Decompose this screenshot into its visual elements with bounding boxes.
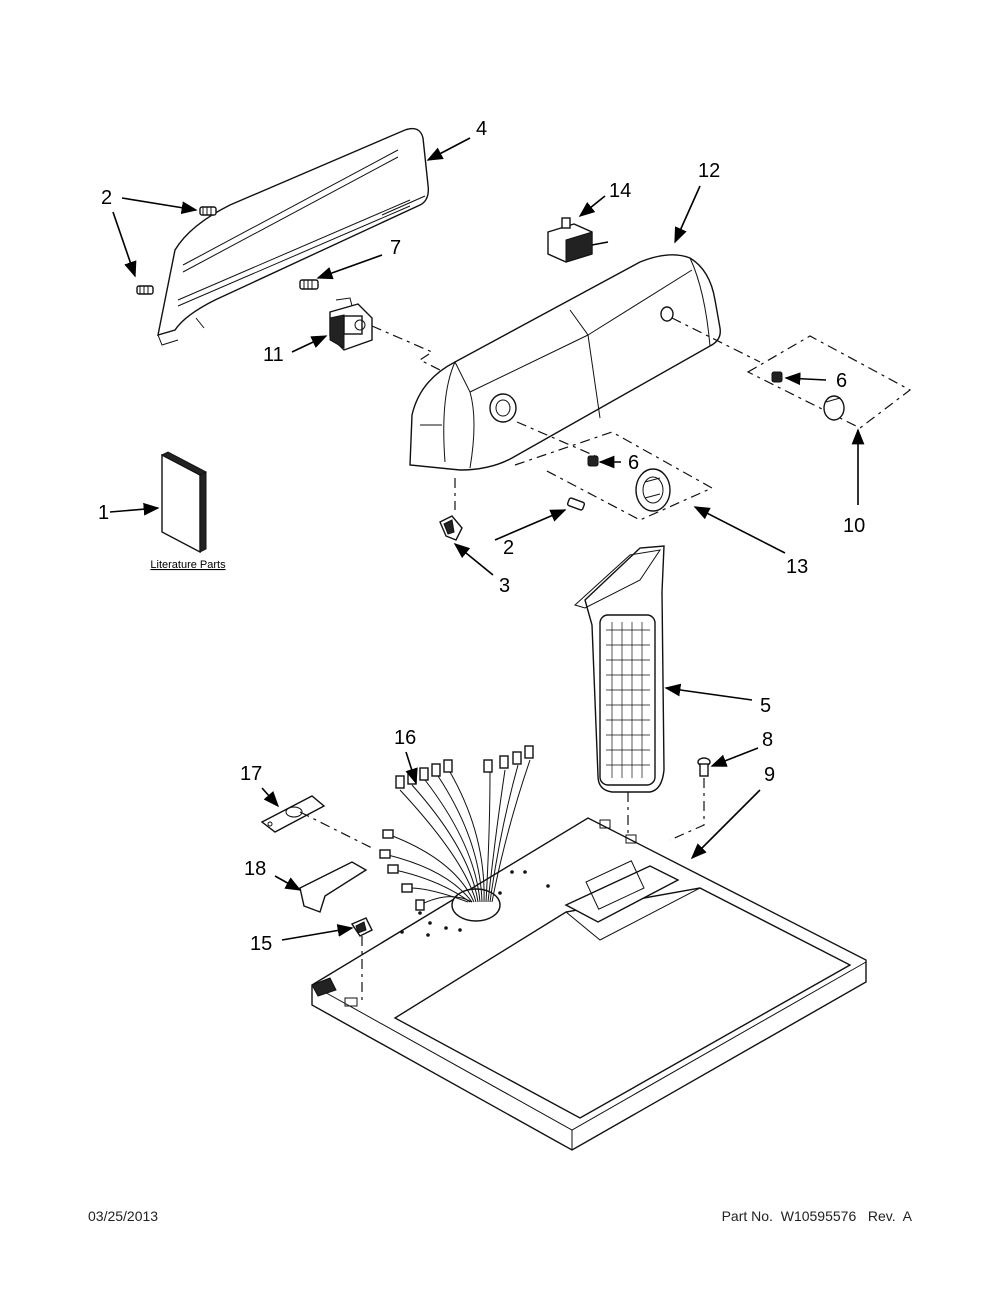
lint-screen	[574, 545, 665, 793]
screw-part-8	[697, 757, 711, 777]
shield-part-18	[299, 861, 368, 913]
callout-10: 10	[843, 515, 865, 537]
callout-6-right: 6	[836, 370, 847, 392]
callout-5: 5	[760, 695, 771, 717]
callout-4: 4	[476, 118, 487, 140]
screw-part-2-upper	[199, 206, 217, 216]
leader-lines	[109, 137, 865, 941]
literature-label: Literature Parts	[150, 559, 226, 571]
bracket-part-17	[260, 795, 326, 833]
clip-part-3	[439, 515, 463, 541]
rear-console-panel	[157, 127, 430, 346]
push-switch	[547, 217, 593, 263]
clip-part-6-center	[587, 455, 599, 467]
knob-part-10	[823, 395, 845, 421]
callout-17: 17	[240, 763, 262, 785]
callout-14: 14	[609, 180, 631, 202]
callout-9: 9	[764, 764, 775, 786]
clip-part-15	[350, 917, 373, 937]
callout-18: 18	[244, 858, 266, 880]
main-console	[409, 254, 721, 471]
callout-2-top: 2	[101, 187, 112, 209]
callout-7: 7	[390, 237, 401, 259]
callout-13: 13	[786, 556, 808, 578]
screw-part-2-left	[136, 285, 154, 295]
callout-11: 11	[263, 344, 284, 366]
callout-15: 15	[250, 933, 272, 955]
callout-6-center: 6	[628, 452, 639, 474]
wire-harness	[379, 745, 534, 911]
callout-numbers: 1 2 2 3 4 5 6 6 7 8 9 10 11 12 13 14 15 …	[98, 118, 865, 955]
knob-part-13	[635, 468, 671, 512]
callout-1: 1	[98, 502, 109, 524]
timer-switch	[329, 297, 373, 351]
dryer-top-panel	[311, 817, 867, 1151]
screw-part-7	[299, 279, 319, 290]
footer-date: 03/25/2013	[88, 1208, 159, 1224]
literature-booklet	[160, 451, 208, 554]
callout-3: 3	[499, 575, 510, 597]
callout-2-bottom: 2	[503, 537, 514, 559]
callout-8: 8	[762, 729, 773, 751]
footer-part-number: Part No. W10595576 Rev. A	[721, 1208, 912, 1224]
callout-12: 12	[698, 160, 720, 182]
clip-part-6-right	[771, 371, 783, 383]
screw-part-2-bottom	[566, 497, 586, 511]
callout-16: 16	[394, 727, 416, 749]
